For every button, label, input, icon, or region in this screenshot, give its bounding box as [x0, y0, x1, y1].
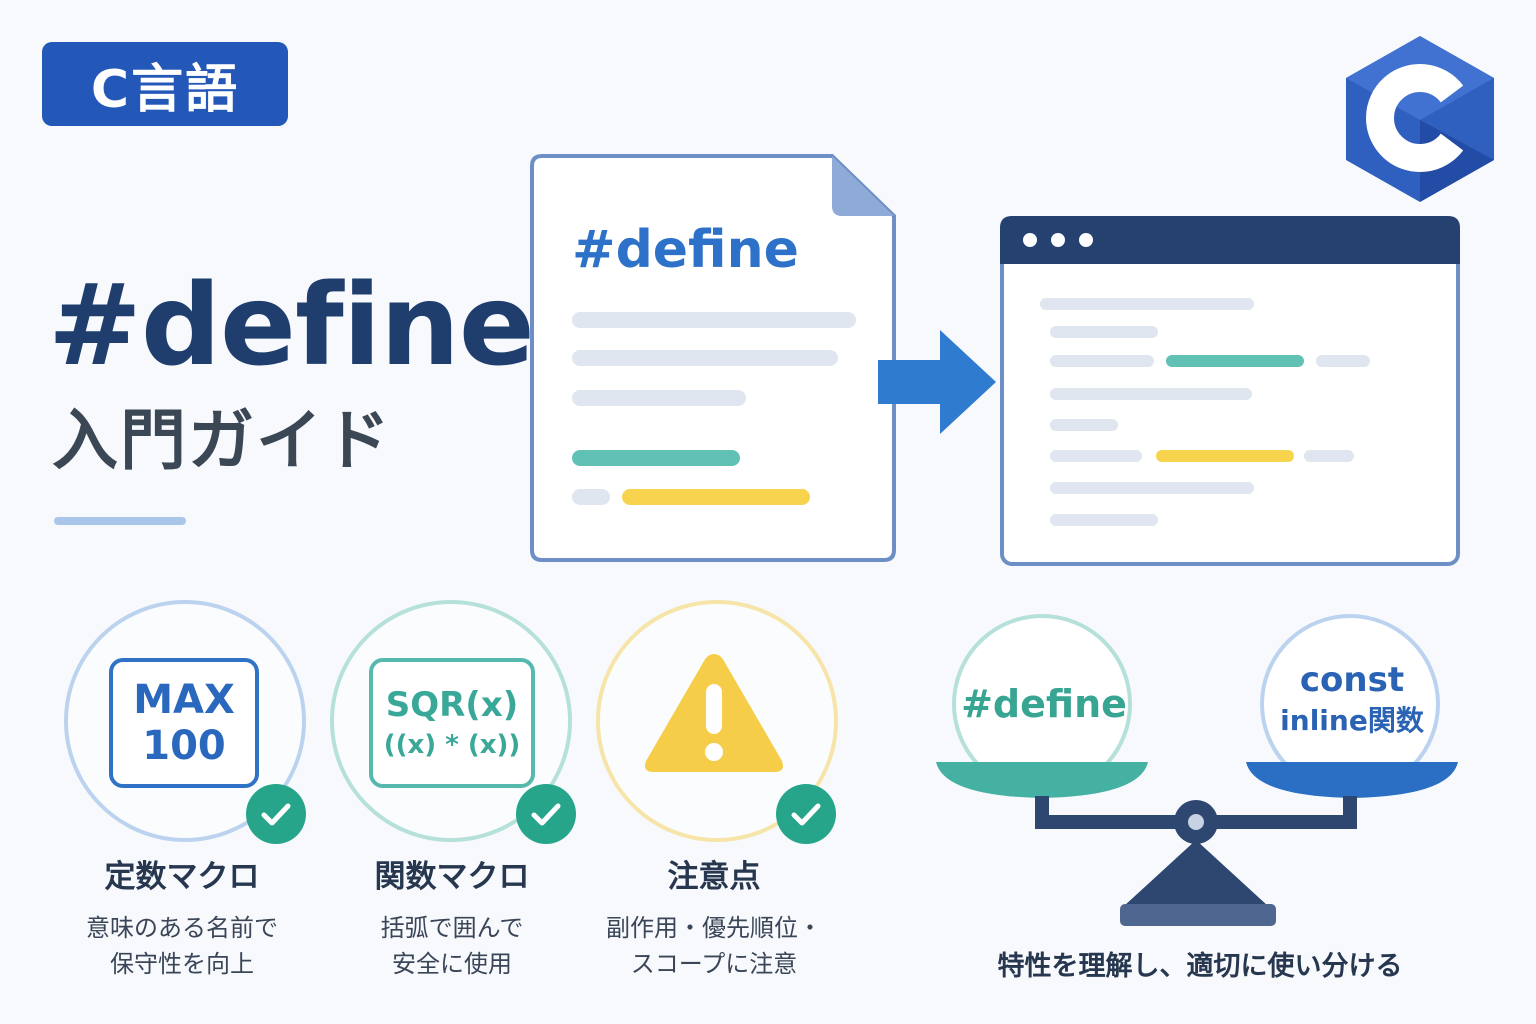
page-subtitle: 入門ガイド: [52, 402, 392, 479]
scale-right-label-1: const: [1299, 660, 1405, 700]
source-document-icon: [530, 154, 896, 562]
feature-title-function: 関数マクロ: [374, 859, 530, 895]
desc-line: 安全に使用: [392, 950, 512, 978]
scale-caption: 特性を理解し、適切に使い分ける: [997, 951, 1403, 982]
feature-title-caution: 注意点: [667, 859, 761, 895]
document-label: #define: [572, 220, 799, 280]
feature-title-constant: 定数マクロ: [104, 859, 260, 895]
function-box-line2: ((x) * (x)): [383, 729, 521, 760]
desc-line: スコープに注意: [630, 950, 798, 978]
warning-icon: [645, 654, 783, 772]
desc-line: 保守性を向上: [110, 950, 254, 978]
feature-desc-caution: 副作用・優先順位・ スコープに注意: [564, 910, 864, 982]
output-window-icon: [1000, 216, 1460, 566]
function-box-icon: SQR(x) ((x) * (x)): [369, 658, 535, 788]
check-icon: [246, 784, 306, 844]
max-box-line2: 100: [142, 723, 226, 769]
arrow-right-icon: [878, 330, 996, 434]
check-icon: [776, 784, 836, 844]
desc-line: 副作用・優先順位・: [606, 914, 822, 942]
c-language-logo-icon: [1346, 36, 1494, 202]
language-badge: C言語: [42, 42, 288, 126]
feature-desc-constant: 意味のある名前で 保守性を向上: [32, 910, 332, 982]
function-box-line1: SQR(x): [385, 684, 519, 725]
page-title: #define: [48, 261, 535, 391]
desc-line: 意味のある名前で: [86, 914, 278, 942]
max-box-icon: MAX 100: [109, 658, 259, 788]
scale-left-label: #define: [961, 682, 1127, 726]
check-icon: [516, 784, 576, 844]
scale-right-label-2: inline関数: [1280, 704, 1424, 737]
title-underline: [54, 517, 186, 525]
feature-desc-function: 括弧で囲んで 安全に使用: [302, 910, 602, 982]
desc-line: 括弧で囲んで: [380, 914, 524, 942]
max-box-line1: MAX: [133, 677, 235, 723]
balance-scale-icon: [936, 614, 1458, 926]
